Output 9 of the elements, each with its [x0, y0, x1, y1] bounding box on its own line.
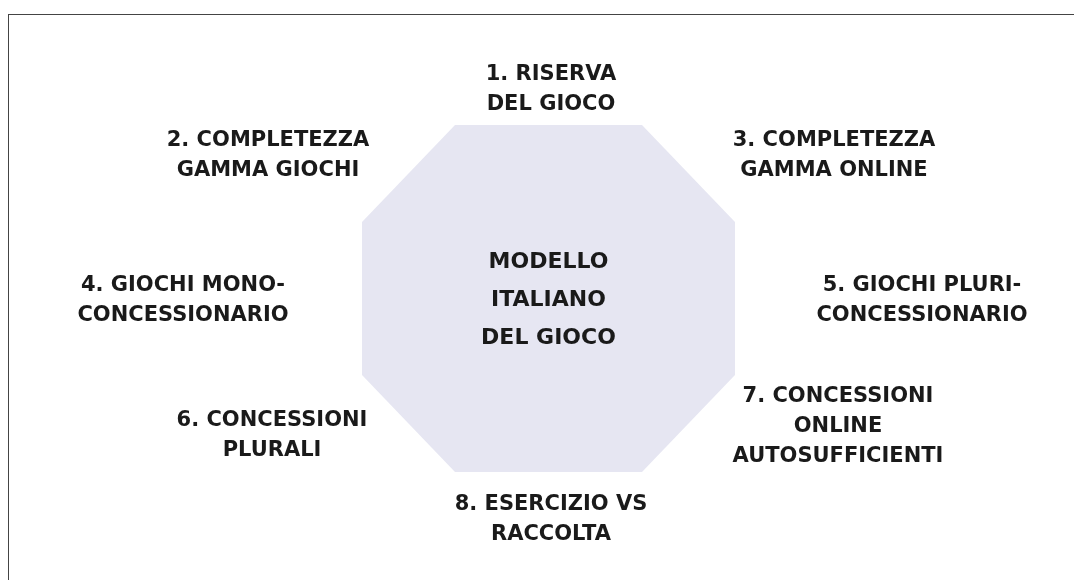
- principle-label: 1. RISERVA DEL GIOCO: [484, 60, 618, 117]
- principle-label: 2. COMPLETEZZA GAMMA GIOCHI: [165, 126, 371, 183]
- principle-label: 5. GIOCHI PLURI- CONCESSIONARIO: [815, 271, 1029, 328]
- principle-label: 8. ESERCIZIO VS RACCOLTA: [453, 490, 649, 547]
- principle-label: 4. GIOCHI MONO- CONCESSIONARIO: [76, 271, 290, 328]
- principle-label: 3. COMPLETEZZA GAMMA ONLINE: [731, 126, 937, 183]
- principle-label: 6. CONCESSIONI PLURALI: [175, 406, 369, 463]
- center-title: MODELLO ITALIANO DEL GIOCO: [480, 246, 617, 351]
- principle-label: 7. CONCESSIONI ONLINE AUTOSUFFICIENTI: [731, 382, 945, 469]
